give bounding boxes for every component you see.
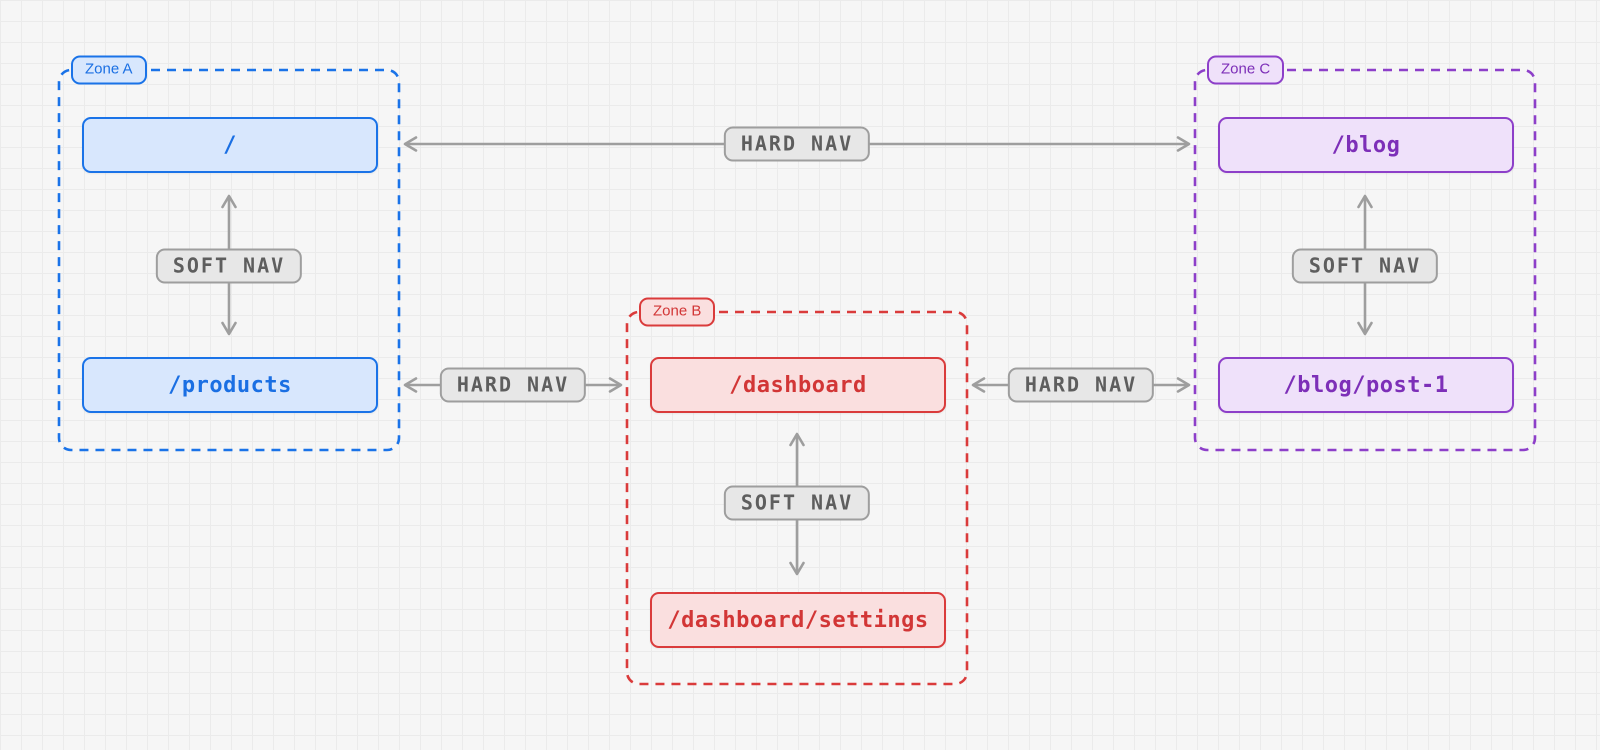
route-node-root: / xyxy=(82,117,378,173)
zone-c-label: Zone C xyxy=(1207,55,1285,85)
route-node-dashboard: /dashboard xyxy=(650,357,946,413)
soft-nav-label-zone-a: SOFT NAV xyxy=(155,248,303,284)
zone-a-boundary xyxy=(57,68,401,452)
route-node-blog-post-1: /blog/post-1 xyxy=(1218,357,1514,413)
zone-b-label: Zone B xyxy=(639,297,716,327)
zone-a-label: Zone A xyxy=(71,55,147,85)
hard-nav-label-right: HARD NAV xyxy=(1007,367,1155,403)
route-node-blog: /blog xyxy=(1218,117,1514,173)
soft-nav-label-zone-c: SOFT NAV xyxy=(1291,248,1439,284)
route-node-dashboard-settings: /dashboard/settings xyxy=(650,592,946,648)
route-node-products: /products xyxy=(82,357,378,413)
hard-nav-label-left: HARD NAV xyxy=(439,367,587,403)
zone-c-boundary xyxy=(1193,68,1537,452)
soft-nav-label-zone-b: SOFT NAV xyxy=(723,485,871,521)
hard-nav-label-top: HARD NAV xyxy=(723,126,871,162)
